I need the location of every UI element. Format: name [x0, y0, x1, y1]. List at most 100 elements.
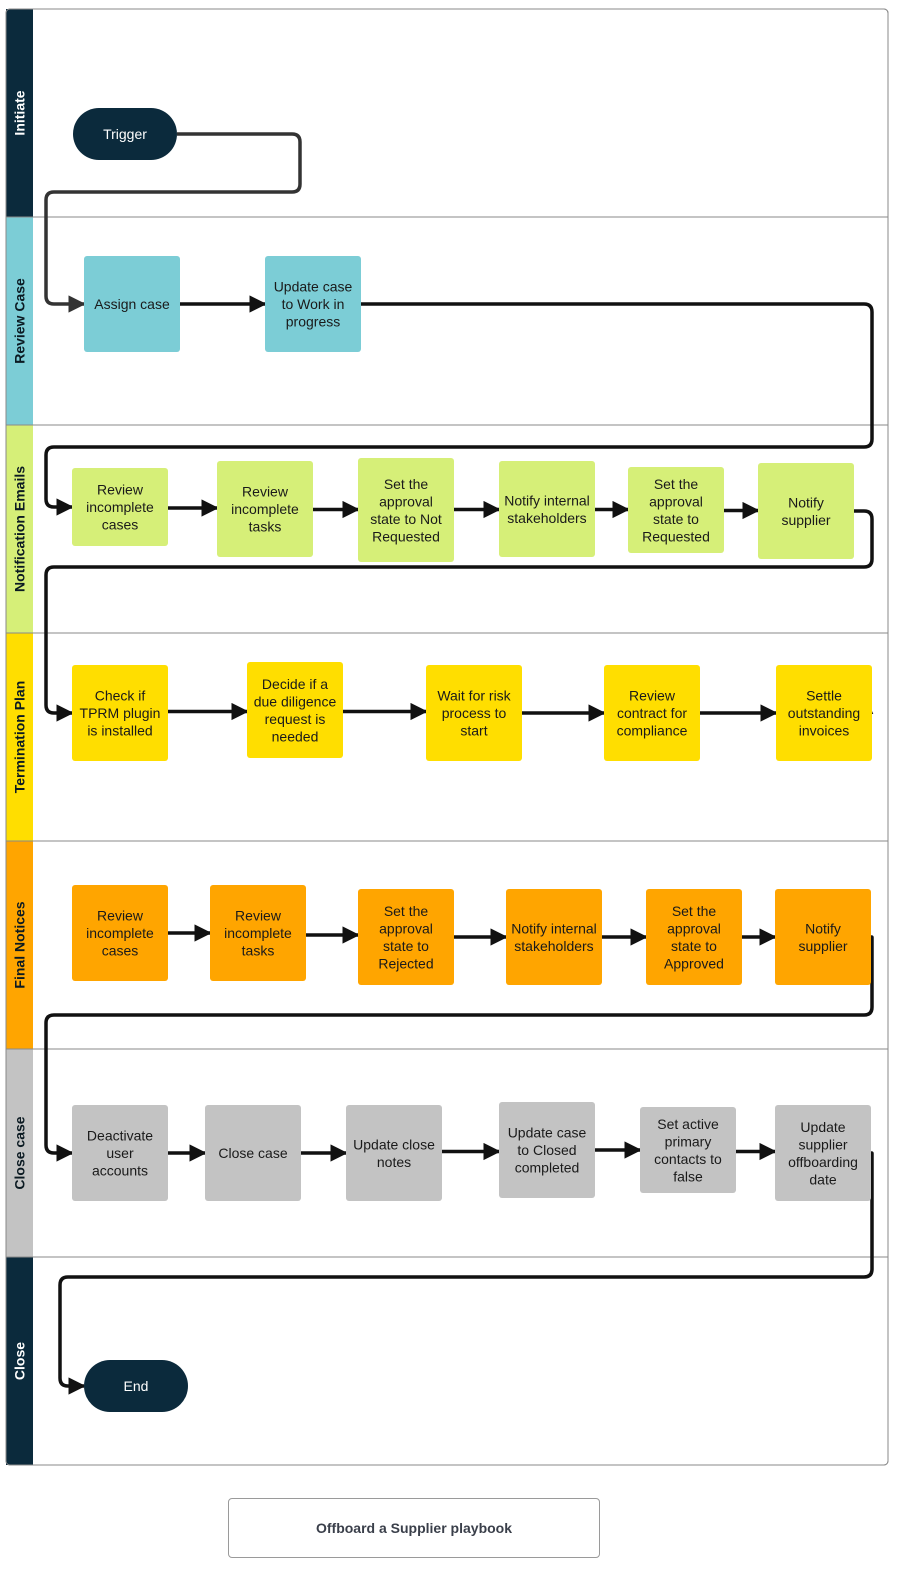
caption-box: Offboard a Supplier playbook — [228, 1498, 600, 1558]
lane-label-initiate: Initiate — [12, 90, 28, 135]
lane-notification: Notification Emails — [6, 424, 888, 633]
step-label: Close case — [218, 1145, 287, 1161]
connector-f-notify-supplier-to-c-deactivate — [44, 935, 874, 1162]
terminal-shape — [73, 108, 177, 160]
step-box — [499, 1102, 595, 1198]
step-box — [646, 889, 742, 985]
step-box — [775, 1105, 871, 1201]
lane-label-notification: Notification Emails — [12, 466, 28, 592]
step-label: End — [124, 1378, 149, 1394]
lane-review: Review Case — [6, 216, 888, 425]
step-box — [72, 468, 168, 546]
terminal-shape — [84, 1360, 188, 1412]
step-assign: Assign case — [84, 256, 180, 352]
step-box — [358, 889, 454, 985]
step-box — [640, 1107, 736, 1193]
connector-c-update-date-to-end — [58, 1151, 874, 1395]
step-trigger: Trigger — [73, 108, 177, 160]
step-box — [426, 665, 522, 761]
step-c-close-case: Close case — [205, 1105, 301, 1201]
step-box — [775, 889, 871, 985]
lane-header-review — [6, 217, 33, 425]
step-box — [72, 885, 168, 981]
lane-label-termination: Termination Plan — [12, 681, 28, 794]
step-box — [506, 889, 602, 985]
lane-header-close — [6, 1257, 33, 1465]
step-box — [265, 256, 361, 352]
connector-update-wip-to-n-review-cases — [44, 302, 874, 516]
lane-label-close: Close — [12, 1342, 28, 1380]
lane-header-closecase — [6, 1049, 33, 1257]
connectors — [44, 132, 874, 1395]
step-box — [84, 256, 180, 352]
lane-closecase: Close case — [6, 1048, 888, 1257]
lane-initiate: Initiate — [6, 9, 33, 217]
diagram-border — [5, 8, 889, 1466]
step-box — [247, 662, 343, 758]
step-box — [346, 1105, 442, 1201]
step-box — [217, 461, 313, 557]
lane-final: Final Notices — [6, 840, 888, 1049]
lane-header-final — [6, 841, 33, 1049]
lane-label-closecase: Close case — [12, 1116, 28, 1189]
lane-label-review: Review Case — [12, 278, 28, 364]
connector-n-notify-supplier-to-t-check-tprm — [44, 509, 874, 722]
connector-trigger-to-assign — [44, 132, 302, 313]
step-box — [205, 1105, 301, 1201]
step-box — [758, 463, 854, 559]
step-box — [499, 461, 595, 557]
lane-close: Close — [6, 1256, 888, 1465]
diagram-caption: Offboard a Supplier playbook — [315, 1520, 513, 1536]
step-box — [72, 665, 168, 761]
lane-header-initiate — [6, 9, 33, 217]
step-end: End — [84, 1360, 188, 1412]
step-label: Assign case — [94, 296, 170, 312]
lane-label-final: Final Notices — [12, 901, 28, 988]
lane-header-notification — [6, 425, 33, 633]
lane-termination: Termination Plan — [6, 632, 888, 841]
step-box — [210, 885, 306, 981]
